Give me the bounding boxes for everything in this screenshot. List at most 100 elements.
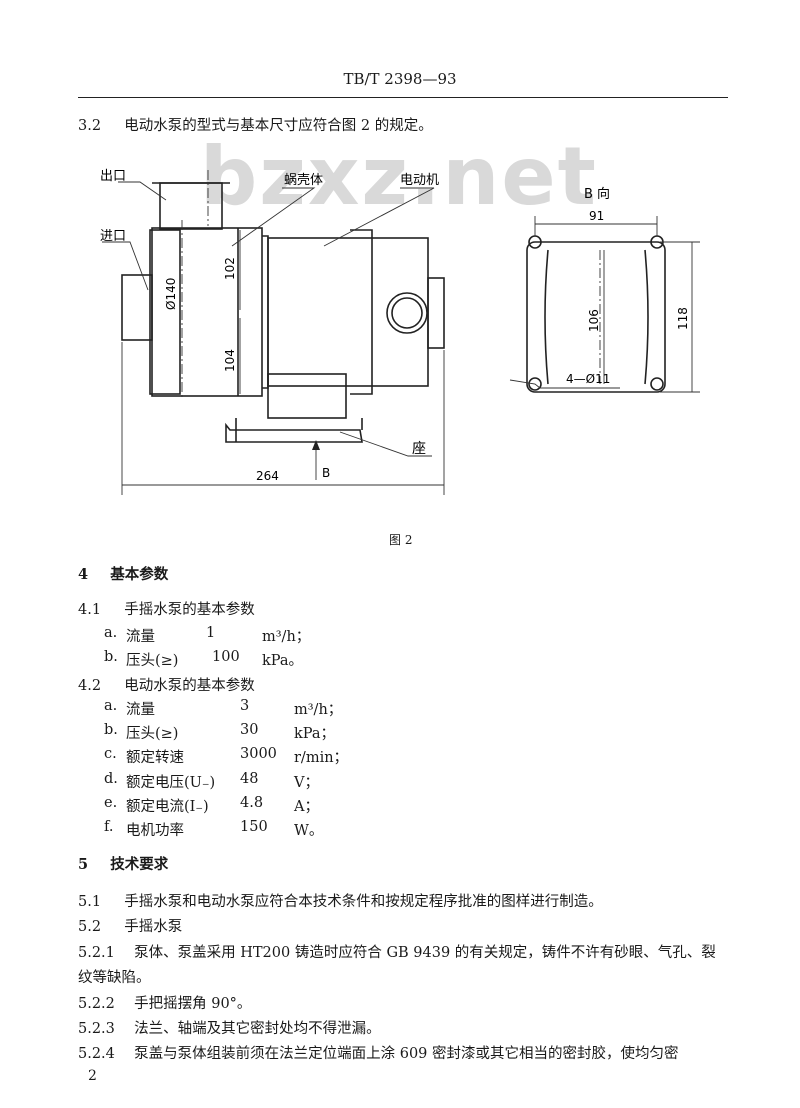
flange-view-b	[526, 241, 666, 393]
section-5-2-number: 5.2	[78, 919, 102, 935]
param-letter: a.	[104, 625, 118, 641]
param-unit: m³/h；	[294, 702, 343, 718]
param-name: 压头(≥)	[126, 653, 179, 669]
label-volute: 蜗壳体	[284, 172, 323, 188]
section-5-2-2-number: 5.2.2	[78, 996, 115, 1012]
mount-block	[267, 373, 347, 419]
dim-118: 118	[676, 307, 690, 330]
param-name: 流量	[126, 629, 155, 645]
label-base: 座	[412, 441, 426, 457]
header-standard-code: TB/T 2398—93	[343, 70, 457, 88]
page-number: 2	[88, 1068, 97, 1084]
section-5-title: 技术要求	[110, 856, 169, 873]
leader-volute	[231, 187, 316, 247]
param-value: 100	[212, 649, 240, 665]
dim-holes: 4—Ø11	[566, 372, 610, 386]
motor-junction-hole	[386, 292, 428, 334]
param-letter: a.	[104, 698, 118, 714]
param-unit: kPa；	[294, 726, 336, 742]
param-unit: m³/h；	[262, 629, 311, 645]
param-unit: kPa。	[262, 653, 304, 669]
section-5-2-text: 手摇水泵	[124, 919, 183, 935]
param-value: 4.8	[240, 795, 264, 811]
param-unit: W。	[294, 823, 324, 839]
section-5-2-2: 5.2.2 手把摇摆角 90°。	[78, 992, 251, 1013]
base-plate	[225, 422, 363, 443]
section-4-1-title: 手摇水泵的基本参数	[124, 602, 255, 618]
param-name: 额定电流(I₋)	[126, 799, 209, 815]
section-5-1: 5.1 手摇水泵和电动水泵应符合本技术条件和按规定程序批准的图样进行制造。	[78, 890, 603, 911]
inlet-pipe	[121, 274, 153, 341]
section-5-2-1-number: 5.2.1	[78, 945, 115, 961]
leader-base	[339, 431, 432, 457]
outlet-pipe	[159, 182, 223, 230]
figure-caption: 图 2	[389, 533, 413, 547]
pump-volute-body	[151, 227, 263, 397]
param-name: 额定电压(U₋)	[126, 775, 216, 791]
param-letter: c.	[104, 746, 117, 762]
section-5-2: 5.2 手摇水泵	[78, 915, 182, 936]
section-4-1-number: 4.1	[78, 602, 102, 618]
dim-91: 91	[589, 209, 604, 223]
section-5-2-3-number: 5.2.3	[78, 1021, 115, 1037]
dim-264: 264	[256, 469, 279, 483]
section-5-number: 5	[78, 856, 89, 873]
section-5-1-number: 5.1	[78, 894, 102, 910]
section-4-2-title: 电动水泵的基本参数	[124, 678, 255, 694]
label-inlet: 进口	[100, 229, 126, 244]
label-outlet: 出口	[100, 169, 126, 184]
param-unit: V；	[294, 775, 319, 791]
section-5-2-3: 5.2.3 法兰、轴端及其它密封处均不得泄漏。	[78, 1017, 381, 1038]
dim-104: 104	[223, 349, 237, 372]
dim-102: 102	[223, 257, 237, 280]
param-name: 流量	[126, 702, 155, 718]
dim-106: 106	[587, 309, 601, 332]
section-4-number: 4	[78, 566, 89, 583]
section-5-2-1: 5.2.1 泵体、泵盖采用 HT200 铸造时应符合 GB 9439 的有关规定…	[78, 941, 716, 962]
param-value: 150	[240, 819, 268, 835]
param-letter: d.	[104, 771, 118, 787]
label-arrow-b: B	[322, 466, 330, 480]
section-4-2: 4.2 电动水泵的基本参数	[78, 674, 255, 695]
section-3-2-number: 3.2	[78, 118, 102, 134]
param-unit: A；	[294, 799, 319, 815]
param-value: 48	[240, 771, 259, 787]
param-letter: f.	[104, 819, 114, 835]
section-5-2-2-text: 手把摇摆角 90°。	[134, 996, 252, 1012]
figure-2-drawing: 出口 蜗壳体 电动机 进口 座 B 向 B Ø140 102 104 264 9…	[100, 169, 700, 495]
bolt-hole-bl	[528, 377, 542, 391]
section-5-2-4: 5.2.4 泵盖与泵体组装前须在法兰定位端面上涂 609 密封漆或其它相当的密封…	[78, 1042, 679, 1063]
leader-inlet	[102, 241, 149, 291]
param-name: 电机功率	[126, 823, 184, 839]
param-letter: b.	[104, 649, 118, 665]
dim-diameter-140: Ø140	[164, 278, 178, 310]
section-3-2-text: 电动水泵的型式与基本尺寸应符合图 2 的规定。	[124, 118, 433, 134]
leader-motor	[323, 187, 435, 247]
section-5-2-4-number: 5.2.4	[78, 1046, 115, 1062]
param-name: 额定转速	[126, 750, 184, 766]
motor-body	[267, 237, 429, 387]
param-unit: r/min；	[294, 750, 349, 766]
bolt-hole-br	[650, 377, 664, 391]
param-name: 压头(≥)	[126, 726, 179, 742]
param-value: 3000	[240, 746, 277, 762]
label-view-b: B 向	[584, 186, 610, 202]
section-4-1: 4.1 手摇水泵的基本参数	[78, 598, 255, 619]
section-5-2-3-text: 法兰、轴端及其它密封处均不得泄漏。	[134, 1021, 381, 1037]
label-motor: 电动机	[400, 173, 439, 188]
section-4-2-number: 4.2	[78, 678, 102, 694]
section-5-1-text: 手摇水泵和电动水泵应符合本技术条件和按规定程序批准的图样进行制造。	[124, 894, 603, 910]
param-letter: b.	[104, 722, 118, 738]
header-rule	[78, 97, 728, 98]
param-value: 1	[206, 625, 216, 641]
leader-outlet	[118, 181, 167, 201]
section-5-2-1-line2: 纹等缺陷。	[78, 970, 151, 986]
param-letter: e.	[104, 795, 118, 811]
param-value: 3	[240, 698, 250, 714]
section-4-title: 基本参数	[110, 566, 169, 583]
section-4: 4 基本参数	[78, 563, 168, 584]
param-value: 30	[240, 722, 259, 738]
section-5-2-1-line1: 泵体、泵盖采用 HT200 铸造时应符合 GB 9439 的有关规定，铸件不许有…	[134, 945, 716, 961]
leader-holes	[509, 379, 620, 389]
section-3-2: 3.2 电动水泵的型式与基本尺寸应符合图 2 的规定。	[78, 114, 433, 135]
